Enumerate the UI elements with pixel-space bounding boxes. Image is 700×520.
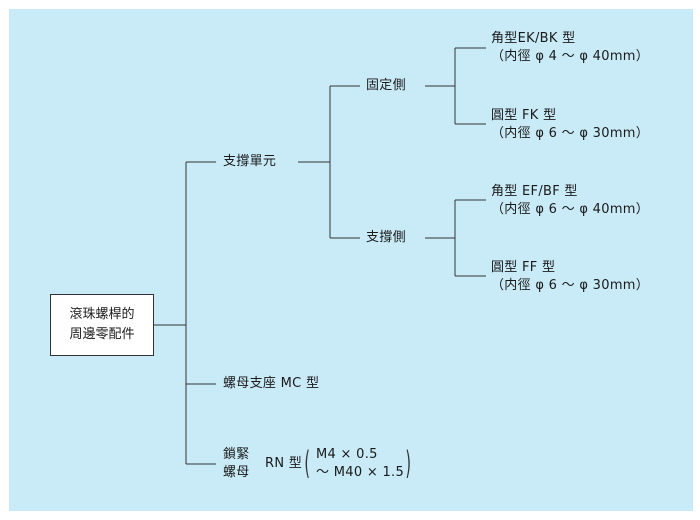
lock-nut-line1: 鎖緊 bbox=[223, 447, 250, 462]
lock-nut-type: RN 型 bbox=[265, 456, 303, 471]
support-unit-label: 支撐單元 bbox=[223, 154, 277, 169]
root-node: 滾珠螺桿的 周邊零配件 bbox=[50, 294, 154, 356]
root-label-line1: 滾珠螺桿的 bbox=[69, 307, 135, 322]
support-square-range: （内徑 φ 6 ～ φ 40mm） bbox=[491, 202, 650, 217]
lock-nut-range: M4 × 0.5 ～ M40 × 1.5 bbox=[316, 446, 404, 482]
lock-nut-line2: 螺母 bbox=[223, 465, 250, 480]
nut-bracket-label: 螺母支座 MC 型 bbox=[223, 376, 320, 391]
support-round-name: 圓型 FF 型 bbox=[491, 260, 556, 275]
fixed-round-name: 圓型 FK 型 bbox=[491, 108, 557, 123]
support-square-type: 角型 EF/BF 型 （内徑 φ 6 ～ φ 40mm） bbox=[491, 183, 649, 219]
diagram-panel bbox=[9, 9, 693, 511]
lock-nut-label: 鎖緊 螺母 bbox=[223, 446, 250, 482]
lock-nut-range-line2: ～ M40 × 1.5 bbox=[316, 465, 405, 480]
fixed-side-label: 固定側 bbox=[366, 78, 406, 93]
fixed-round-type: 圓型 FK 型 （内徑 φ 6 ～ φ 30mm） bbox=[491, 107, 649, 143]
root-label-line2: 周邊零配件 bbox=[69, 327, 135, 342]
lock-nut-range-line1: M4 × 0.5 bbox=[316, 447, 378, 462]
fixed-square-type: 角型EK/BK 型 （内徑 φ 4 ～ φ 40mm） bbox=[491, 30, 649, 66]
fixed-square-name: 角型EK/BK 型 bbox=[491, 31, 576, 46]
right-paren: ) bbox=[405, 444, 412, 482]
support-round-range: （内徑 φ 6 ～ φ 30mm） bbox=[491, 278, 650, 293]
support-square-name: 角型 EF/BF 型 bbox=[491, 184, 578, 199]
fixed-round-range: （内徑 φ 6 ～ φ 30mm） bbox=[491, 126, 650, 141]
support-round-type: 圓型 FF 型 （内徑 φ 6 ～ φ 30mm） bbox=[491, 259, 649, 295]
left-paren: ( bbox=[304, 444, 311, 482]
fixed-square-range: （内徑 φ 4 ～ φ 40mm） bbox=[491, 49, 650, 64]
support-side-label: 支撐側 bbox=[366, 230, 406, 245]
